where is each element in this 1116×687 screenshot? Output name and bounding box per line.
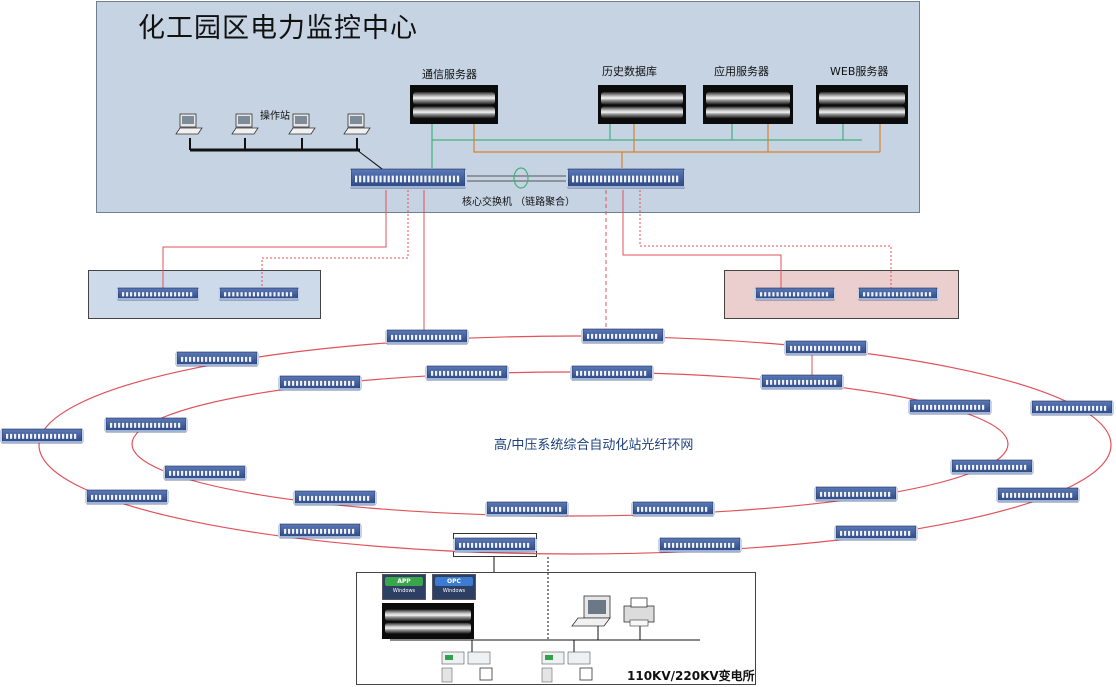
ring-switch-11	[0, 428, 84, 444]
operator-station-label: 操作站	[260, 111, 290, 122]
app-panel-bottom: Windows	[392, 588, 416, 594]
ring-switch-8	[760, 374, 844, 390]
history-db-label: 历史数据库	[602, 65, 657, 78]
app-panel: APP Windows	[382, 574, 426, 600]
ring-switch-21	[278, 523, 362, 539]
app-server	[703, 85, 793, 124]
link-core-left-box-a	[162, 190, 387, 290]
link-core-right-box-a	[622, 190, 782, 290]
outer-fiber-ring	[38, 335, 1112, 555]
ring-switch-18	[996, 487, 1080, 503]
ring-switch-4	[784, 340, 868, 356]
ring-switch-13	[950, 459, 1034, 475]
web-server-label: WEB服务器	[830, 65, 889, 78]
operator-pc-4	[343, 113, 371, 135]
right-box-switch-1	[754, 287, 836, 301]
web-server	[816, 85, 908, 124]
printer-icon	[623, 597, 655, 627]
comm-server	[410, 85, 498, 124]
link-core-right-box-b	[639, 190, 892, 290]
link-core-left-box-b	[261, 190, 409, 290]
ring-switch-15	[85, 489, 169, 505]
ring-switch-14	[163, 465, 247, 481]
operator-pc-2	[231, 113, 259, 135]
ring-label: 高/中压系统综合自动化站光纤环网	[494, 438, 694, 453]
app-panel-top: APP	[385, 577, 423, 586]
core-switch-left	[349, 168, 467, 189]
opc-panel-top: OPC	[435, 577, 473, 586]
history-db-server	[598, 85, 686, 124]
core-switch-label: 核心交换机 （链路聚合）	[462, 197, 576, 208]
ring-switch-6	[425, 365, 509, 381]
ring-switch-1	[385, 329, 469, 345]
ring-switch-12	[104, 417, 188, 433]
ring-switch-5	[278, 375, 362, 391]
operator-pc-3	[288, 113, 316, 135]
ring-switch-20	[631, 501, 715, 517]
ring-switch-24	[453, 537, 537, 553]
substation-workstation	[571, 595, 611, 627]
operator-pc-1	[175, 113, 203, 135]
right-box-switch-2	[857, 287, 939, 301]
left-box-switch-1	[116, 287, 200, 301]
opc-panel: OPC Windows	[432, 574, 476, 600]
app-server-label: 应用服务器	[714, 65, 769, 78]
ring-switch-2	[581, 328, 665, 344]
ring-switch-17	[814, 486, 898, 502]
left-box-switch-2	[218, 287, 300, 301]
ring-switch-3	[175, 351, 259, 367]
page-title: 化工园区电力监控中心	[138, 13, 418, 44]
ring-switch-19	[485, 501, 569, 517]
relay-group-1	[441, 651, 493, 683]
ring-switch-10	[1030, 400, 1114, 416]
substation-label: 110KV/220KV变电所	[627, 669, 755, 683]
ring-switch-22	[658, 537, 742, 553]
substation-server	[382, 603, 474, 639]
ring-switch-16	[293, 490, 377, 506]
core-switch-right	[566, 168, 686, 189]
opc-panel-bottom: Windows	[442, 588, 466, 594]
relay-group-2	[541, 651, 593, 683]
ring-switch-7	[570, 365, 654, 381]
ring-switch-23	[834, 525, 918, 541]
comm-server-label: 通信服务器	[422, 68, 477, 81]
ring-switch-9	[908, 399, 992, 415]
